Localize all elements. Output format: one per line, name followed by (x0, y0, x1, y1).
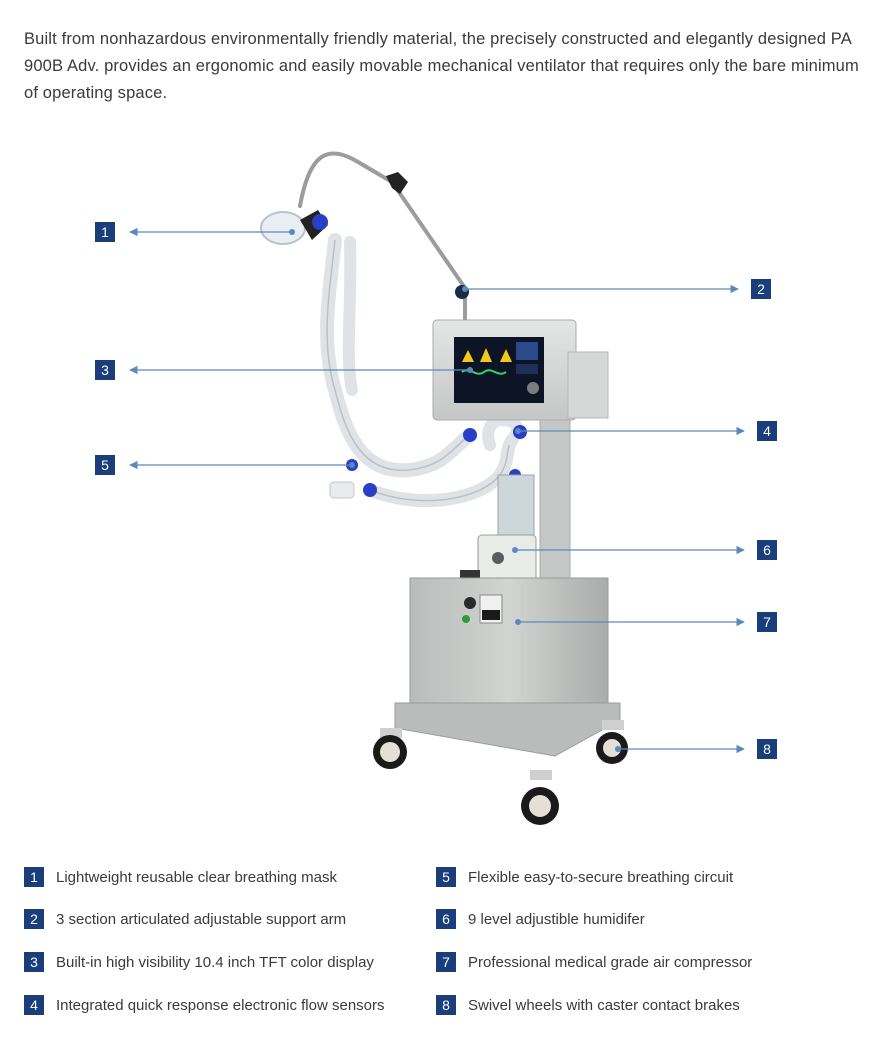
legend-item-5: 5 Flexible easy-to-secure breathing circ… (436, 866, 733, 888)
callout-5: 5 (95, 455, 115, 475)
support-arm (298, 151, 467, 290)
legend-badge: 5 (436, 867, 456, 887)
svg-text:5: 5 (101, 457, 109, 473)
legend-text: Lightweight reusable clear breathing mas… (56, 868, 337, 886)
arm-clamp (386, 172, 408, 194)
svg-text:8: 8 (763, 741, 771, 757)
legend-badge: 2 (24, 909, 44, 929)
legend-text: Swivel wheels with caster contact brakes (468, 996, 740, 1014)
legend-item-2: 2 3 section articulated adjustable suppo… (24, 908, 346, 930)
compressor-cabinet (409, 577, 609, 719)
callout-2: 2 (751, 279, 771, 299)
legend-item-1: 1 Lightweight reusable clear breathing m… (24, 866, 337, 888)
ventilator-illustration (260, 151, 628, 825)
breathing-mask (260, 211, 306, 245)
legend-badge: 8 (436, 995, 456, 1015)
legend-badge: 3 (24, 952, 44, 972)
support-column (539, 419, 571, 581)
svg-text:2: 2 (757, 281, 765, 297)
humidifier (497, 474, 535, 536)
legend-item-3: 3 Built-in high visibility 10.4 inch TFT… (24, 951, 374, 973)
legend-item-4: 4 Integrated quick response electronic f… (24, 994, 385, 1016)
callout-1: 1 (95, 222, 115, 242)
cart-base (394, 702, 621, 757)
legend-badge: 7 (436, 952, 456, 972)
legend-badge: 4 (24, 995, 44, 1015)
legend-text: Built-in high visibility 10.4 inch TFT c… (56, 953, 374, 971)
legend-text: 9 level adjustible humidifer (468, 910, 645, 928)
intro-paragraph: Built from nonhazardous environmentally … (24, 30, 859, 102)
svg-text:3: 3 (101, 362, 109, 378)
svg-text:7: 7 (763, 614, 771, 630)
callout-badges: 1 2 3 4 5 6 7 8 (95, 222, 777, 759)
wheels (373, 720, 628, 825)
legend-text: Integrated quick response electronic flo… (56, 996, 385, 1014)
legend-text: Professional medical grade air compresso… (468, 953, 753, 971)
legend-item-6: 6 9 level adjustible humidifer (436, 908, 645, 930)
legend-badge: 6 (436, 909, 456, 929)
callout-8: 8 (757, 739, 777, 759)
callout-7: 7 (757, 612, 777, 632)
callout-3: 3 (95, 360, 115, 380)
svg-text:1: 1 (101, 224, 109, 240)
legend-text: 3 section articulated adjustable support… (56, 910, 347, 928)
callout-arrows (129, 227, 745, 754)
legend-text: Flexible easy-to-secure breathing circui… (468, 868, 734, 886)
legend-badge: 1 (24, 867, 44, 887)
legend-item-8: 8 Swivel wheels with caster contact brak… (436, 994, 740, 1016)
callout-4: 4 (757, 421, 777, 441)
legend-item-7: 7 Professional medical grade air compres… (436, 951, 752, 973)
svg-text:4: 4 (763, 423, 771, 439)
svg-text:6: 6 (763, 542, 771, 558)
callout-6: 6 (757, 540, 777, 560)
ventilator-diagram: 1 2 3 4 5 6 7 8 (95, 151, 777, 825)
